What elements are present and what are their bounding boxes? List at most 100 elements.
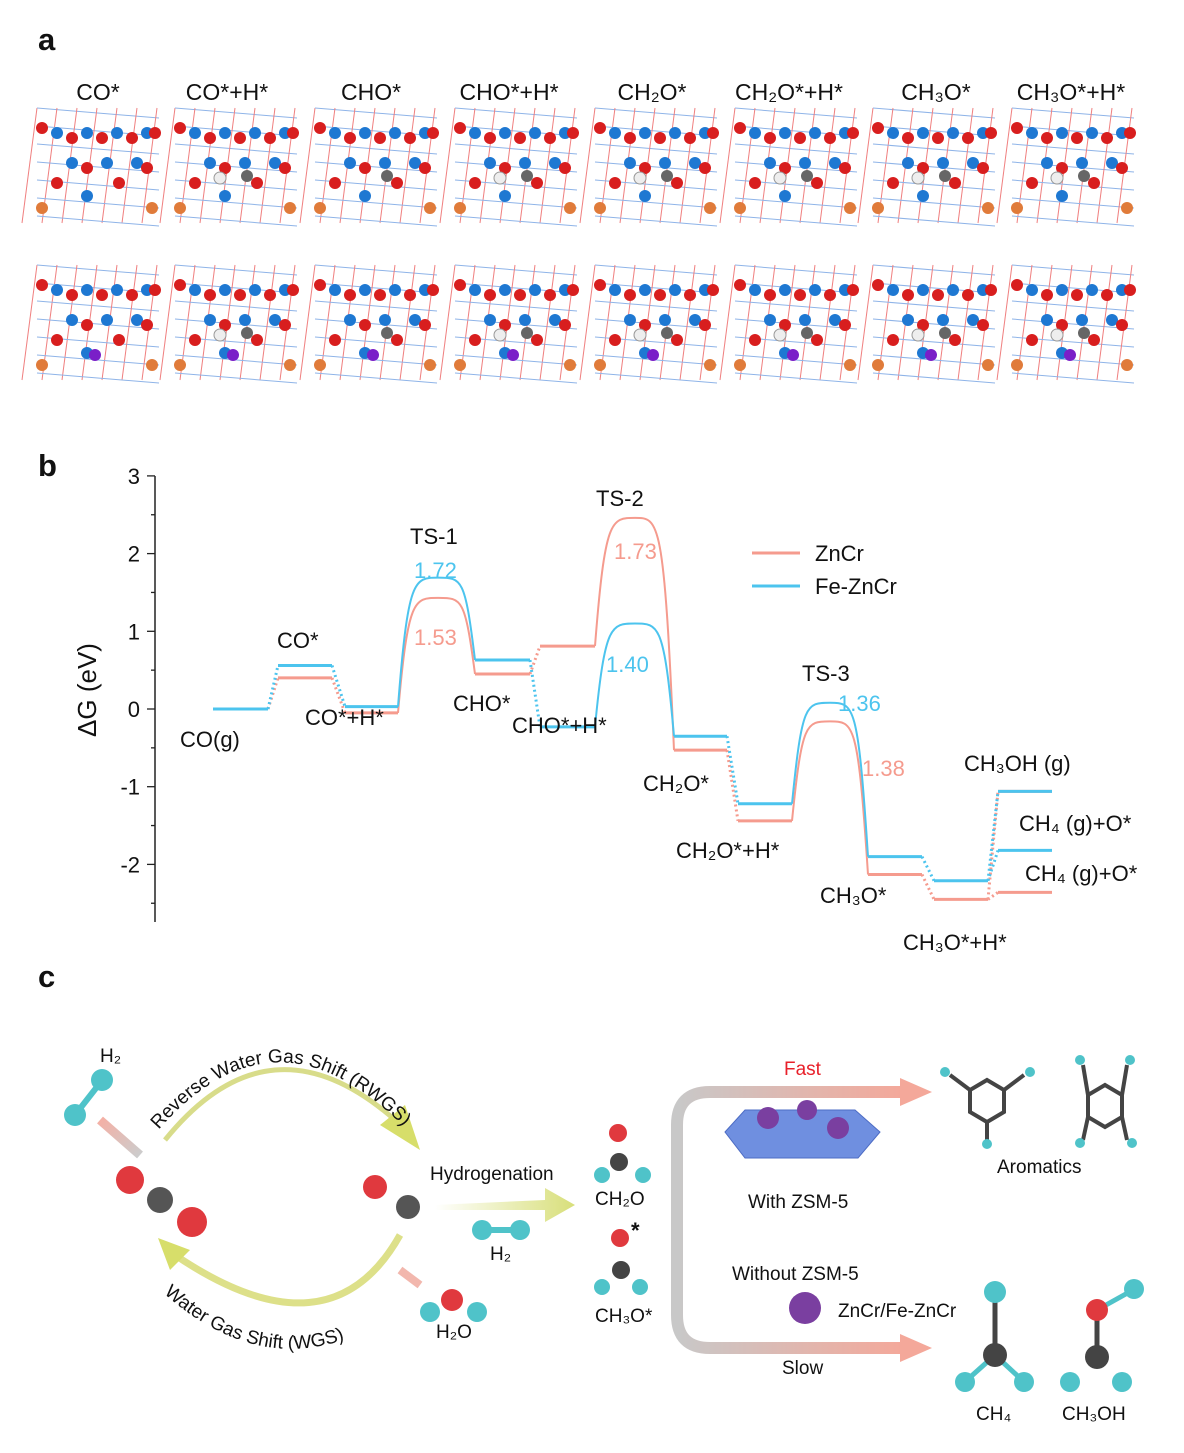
barrier-label-fe-ts3: 1.36 [838,691,881,716]
y-tick-label: -1 [120,775,140,800]
adsorbed-star: * [631,1218,640,1243]
legend-label-fe-zncr: Fe-ZnCr [815,574,897,599]
h2o-label: H₂O [436,1322,472,1343]
level-connector [920,855,936,882]
transition-state-curve [397,576,476,707]
slow-label: Slow [782,1358,823,1379]
structure-tile [719,264,859,384]
level-connector [986,791,1000,881]
series-fe-zncr [213,576,1052,883]
y-tick-label: -2 [120,852,140,877]
h2-molecule-icon [91,1069,113,1091]
structure-label: CO*+H* [186,79,268,105]
state-label-co: CO* [277,628,319,653]
state-label-ch4-zn: CH₄ (g)+O* [1025,861,1138,886]
with-zsm5-label: With ZSM-5 [748,1192,848,1213]
barrier-label-zn-ts2: 1.73 [614,539,657,564]
level-connector [528,659,542,728]
state-label-co-h: CO*+H* [305,705,384,730]
ch2o-molecule-icon [609,1124,627,1142]
structure-tile [439,264,579,384]
rwgs-arrowhead [380,1105,420,1150]
without-zsm5-label: Without ZSM-5 [732,1264,859,1285]
state-label-ch4-fe: CH₄ (g)+O* [1019,811,1132,836]
structure-label: CH₂O* [618,79,687,105]
cluster-icons [757,1100,849,1139]
ch3o-label: CH₃O* [595,1306,653,1327]
panel-a-structures: CO* CO*+H* CHO* CHO*+H* CH₂O* CH₂O*+H* C… [21,79,1136,384]
structure-tile [579,107,719,227]
structure-tile [159,264,299,384]
level-connector [330,677,347,714]
rwgs-label: Reverse Water Gas Shift (RWGS) [147,1046,415,1133]
rwgs-arrow [163,1067,397,1142]
ch3o-molecule-icon [611,1229,629,1247]
ch3oh-label: CH₃OH [1062,1404,1126,1425]
structure-tile [159,107,299,227]
legend-label-zncr: ZnCr [815,541,864,566]
barrier-label-zn-ts1: 1.53 [414,625,457,650]
y-tick-label: 0 [128,697,140,722]
structure-tile [299,107,439,227]
structure-tile [996,107,1136,227]
structure-label: CHO* [341,79,401,105]
co-molecule-icon [363,1175,387,1199]
state-label-ch2o-h: CH₂O*+H* [676,838,780,863]
barrier-label-fe-ts2: 1.40 [606,652,649,677]
barrier-label-fe-ts1: 1.72 [414,558,457,583]
structure-label: CH₃O*+H* [1017,79,1125,105]
state-label-ch3o-h: CH₃O*+H* [903,930,1007,955]
h2-top-label: H₂ [100,1046,121,1067]
state-label-cho-h: CHO*+H* [512,713,607,738]
structure-tile [439,107,579,227]
barrier-label-zn-ts3: 1.38 [862,756,905,781]
hydrogenation-label: Hydrogenation [430,1164,554,1185]
transition-state-curve [791,720,869,875]
structure-tile [857,107,997,227]
wgs-arrow [173,1233,404,1307]
structure-tile [21,264,161,384]
structure-label: CH₃O* [901,79,970,105]
state-label-ts1: TS-1 [410,524,458,549]
ch3oh-molecule-icon [1060,1279,1144,1392]
state-label-cho: CHO* [453,691,511,716]
level-connector [725,735,740,805]
catalyst-label: ZnCr/Fe-ZnCr [838,1301,957,1322]
co2-molecule-icon [116,1166,144,1194]
transition-state-curve [594,516,675,751]
ch4-label: CH₄ [976,1404,1011,1425]
panel-label-a: a [38,22,56,57]
state-label-ch3oh: CH₃OH (g) [964,751,1071,776]
y-axis-label: ΔG (eV) [72,643,102,737]
aromatics-label: Aromatics [997,1157,1081,1178]
state-label-co-g: CO(g) [180,727,240,752]
level-connector [266,665,280,710]
ch4-molecule-icon [955,1281,1034,1392]
level-connector [725,749,740,822]
aromatics-molecule-icon [948,1064,1129,1141]
transition-state-curve [594,622,675,737]
y-tick-label: 1 [128,619,140,644]
level-connector [920,873,936,901]
transition-state-curve [791,701,869,857]
h2o-molecule-icon [441,1289,463,1311]
series-zncr [213,516,1052,901]
y-tick-label: 2 [128,542,140,567]
fast-label: Fast [784,1059,822,1080]
structure-label: CH₂O*+H* [735,79,843,105]
wgs-arrowhead [158,1238,190,1270]
state-label-ch3o: CH₃O* [820,883,887,908]
state-label-ts2: TS-2 [596,486,644,511]
transition-state-curve [397,596,476,713]
slow-arrowhead [900,1334,932,1362]
panel-label-b: b [38,448,57,483]
h2-mid-label: H₂ [490,1244,511,1265]
structure-tile [299,264,439,384]
structure-tile [996,264,1136,384]
structure-tile [21,107,161,227]
fast-arrowhead [900,1078,932,1106]
branch-path [671,1086,903,1354]
catalyst-cluster-icon [789,1292,821,1324]
